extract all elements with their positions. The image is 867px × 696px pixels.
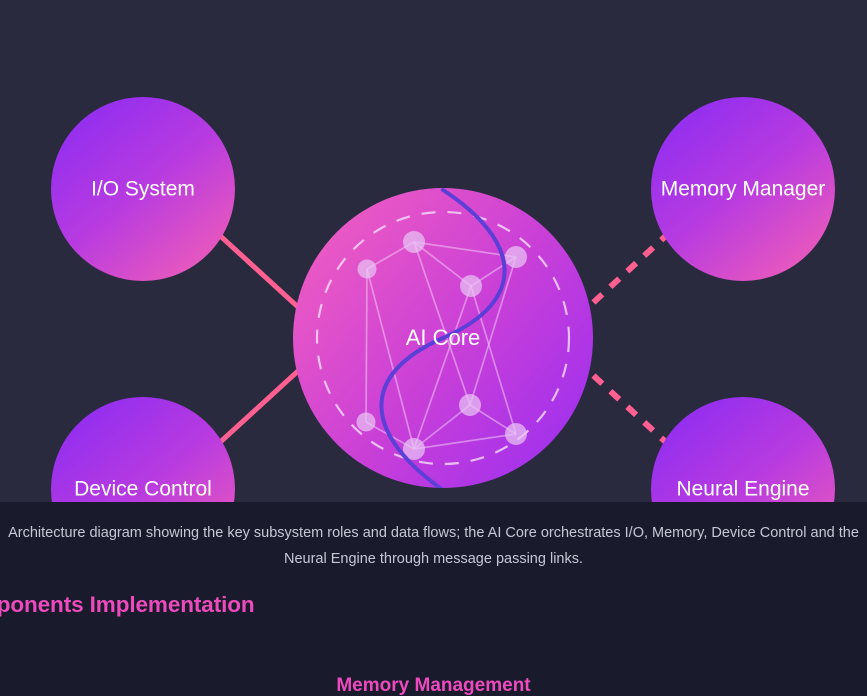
ai-core-network-graph (356, 188, 527, 488)
connector-device-control (213, 282, 395, 449)
io-system-circle[interactable] (51, 97, 235, 281)
caption-band: Architecture diagram showing the key sub… (0, 502, 867, 696)
diagram-caption: Architecture diagram showing the key sub… (8, 525, 859, 567)
ai-core-circle[interactable] (293, 188, 593, 488)
connector-group (213, 229, 673, 449)
neural-engine-label: Neural Engine (676, 478, 809, 501)
memory-manager-circle[interactable] (651, 97, 835, 281)
section-heading-memory-management: Memory Management (336, 675, 531, 696)
connector-io-system (213, 229, 395, 396)
ai-core-dashed-ring (315, 210, 571, 466)
section-heading-core-components: Core Components Implementation (0, 592, 255, 617)
memory-manager-label: Memory Manager (661, 178, 826, 201)
connector-memory-manager (492, 229, 673, 396)
ai-core-flow-curve (379, 188, 507, 488)
connector-neural-engine (492, 282, 673, 449)
architecture-diagram-stage: AI Core I/O System Memory Manager Device… (0, 0, 867, 581)
node-memory-manager[interactable]: Memory Manager (651, 97, 835, 281)
node-io-system[interactable]: I/O System (51, 97, 235, 281)
io-system-label: I/O System (91, 178, 195, 201)
ai-core-node[interactable]: AI Core (293, 188, 593, 490)
ai-core-label: AI Core (406, 325, 481, 350)
device-control-label: Device Control (74, 478, 212, 501)
